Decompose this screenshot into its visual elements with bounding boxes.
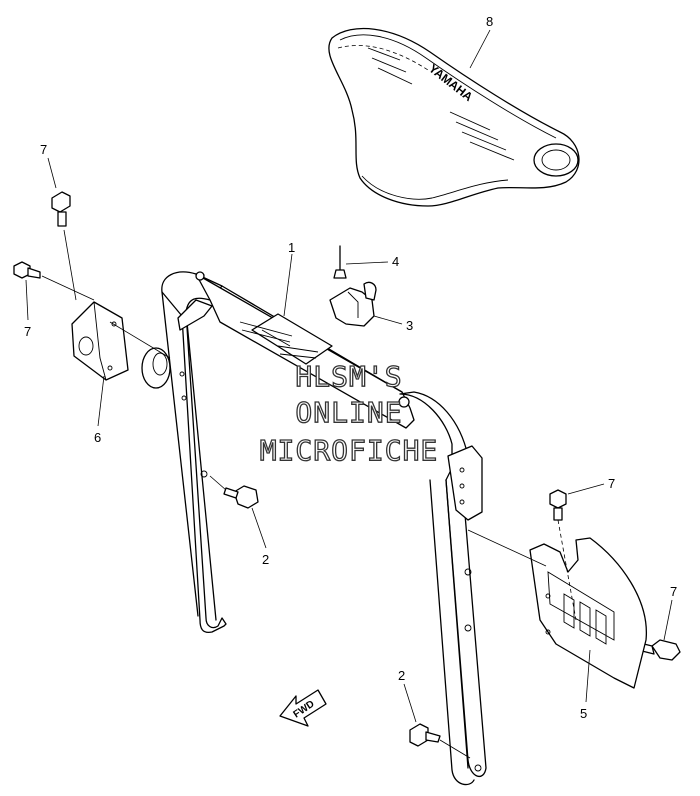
bracket-part-6[interactable] (71, 301, 129, 381)
forward-arrow-icon: FWD (279, 689, 327, 727)
bolt-part-7-left[interactable] (13, 261, 41, 279)
watermark-line-2: ONLINE (295, 396, 402, 429)
callout-8: 8 (486, 14, 493, 29)
clip-part-3[interactable] (329, 281, 377, 327)
callout-3: 3 (406, 318, 413, 333)
bolt-part-2-bottom[interactable] (409, 723, 441, 747)
callout-7c: 7 (608, 476, 615, 491)
watermark-line-3: MICROFICHE (260, 434, 439, 467)
watermark-line-1: HLSM'S (295, 360, 402, 393)
frame-part-1[interactable] (161, 271, 487, 786)
collar-ring (141, 347, 171, 389)
callout-2a: 2 (262, 552, 269, 567)
callout-7b: 7 (24, 324, 31, 339)
bolt-part-2-middle[interactable] (223, 485, 259, 509)
callout-2b: 2 (398, 668, 405, 683)
callout-6: 6 (94, 430, 101, 445)
callout-1: 1 (288, 240, 295, 255)
bolt-part-7-right-top[interactable] (549, 489, 567, 521)
watermark: HLSM'S ONLINE MICROFICHE (259, 359, 439, 467)
rivet-part-4[interactable] (333, 245, 347, 279)
callout-4: 4 (392, 254, 399, 269)
seat-part-8[interactable]: YAMAHA (328, 27, 580, 207)
callout-7a: 7 (40, 142, 47, 157)
callout-7d: 7 (670, 584, 677, 599)
bolt-part-7-top-left[interactable] (51, 191, 71, 227)
plate-part-5[interactable] (529, 537, 647, 689)
callout-5: 5 (580, 706, 587, 721)
